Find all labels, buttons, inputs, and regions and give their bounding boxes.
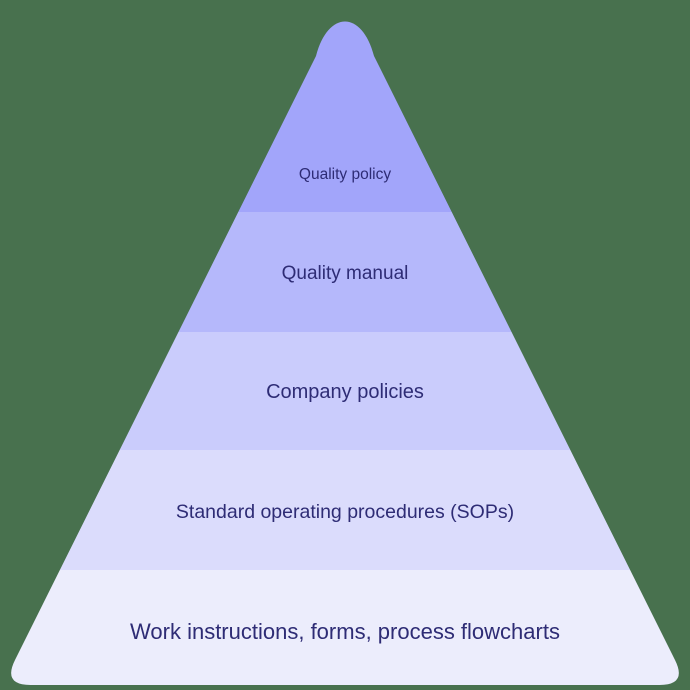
pyramid-level-3-label: Company policies — [266, 381, 424, 403]
pyramid-level-2-label: Quality manual — [282, 263, 409, 284]
pyramid-level-4-label: Standard operating procedures (SOPs) — [176, 501, 514, 523]
pyramid-level-1-label: Quality policy — [299, 166, 391, 183]
pyramid-level-4-band — [11, 450, 679, 570]
pyramid-level-5-band — [11, 570, 679, 685]
pyramid-level-5-label: Work instructions, forms, process flowch… — [130, 619, 560, 644]
